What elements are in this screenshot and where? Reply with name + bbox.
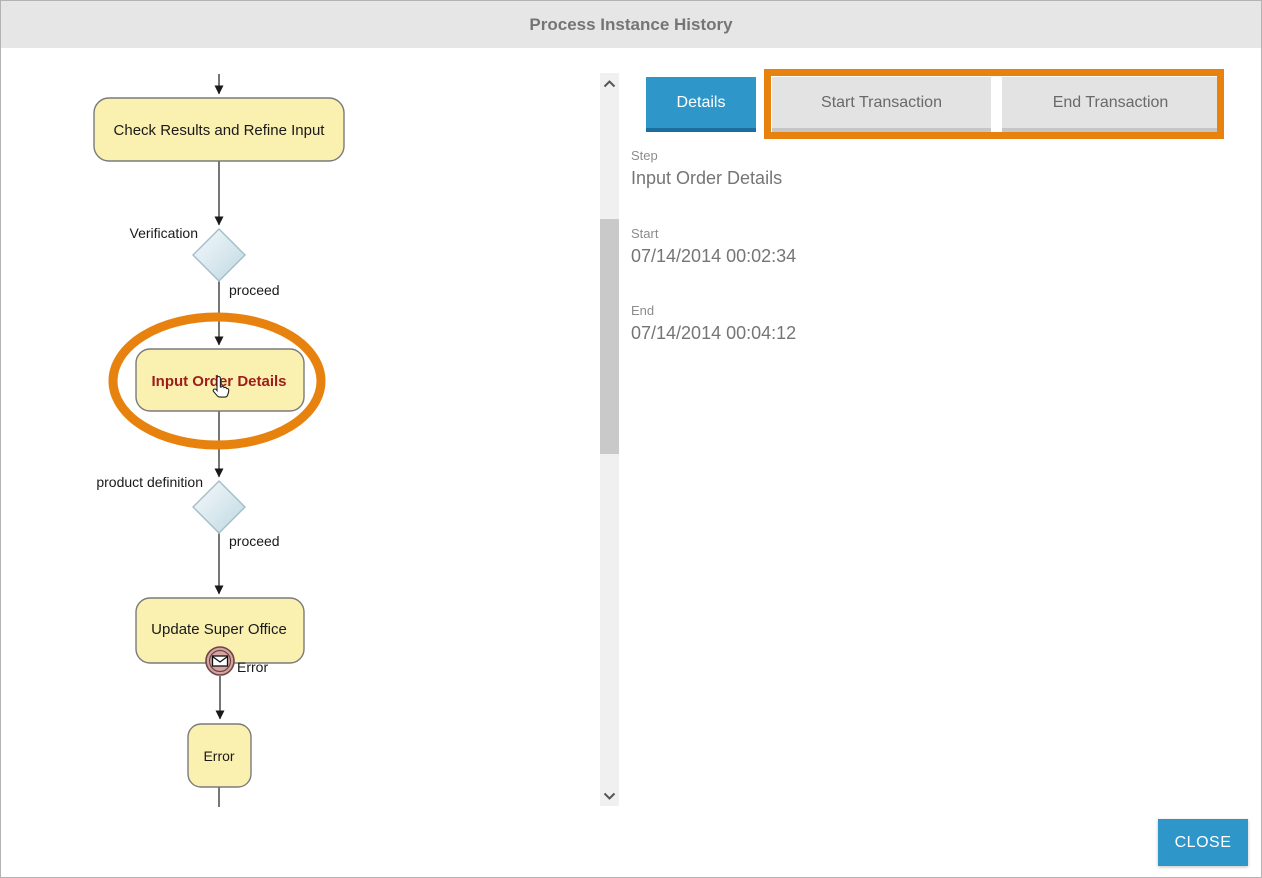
- start-label: Start: [631, 226, 659, 241]
- boundary-event-error-label: Error: [237, 659, 268, 675]
- hand-cursor-icon: [212, 376, 230, 398]
- step-value: Input Order Details: [631, 168, 783, 188]
- scrollbar-down-arrow-icon[interactable]: [600, 788, 619, 803]
- edge-proceed-label-1: proceed: [229, 282, 280, 298]
- node-update-super-office[interactable]: Update Super Office: [135, 597, 305, 664]
- node-error-label: Error: [203, 748, 234, 764]
- diagram-scrollbar[interactable]: [600, 73, 619, 806]
- start-value: 07/14/2014 00:02:34: [631, 246, 797, 266]
- node-update-super-office-label: Update Super Office: [151, 621, 287, 638]
- end-label: End: [631, 303, 655, 318]
- annotation-ellipse-orange: [108, 312, 326, 450]
- node-check-results-label: Check Results and Refine Input: [114, 122, 326, 139]
- dialog-title: Process Instance History: [529, 14, 733, 34]
- tab-details[interactable]: Details: [646, 77, 756, 132]
- dialog-titlebar: Process Instance History: [1, 1, 1261, 48]
- tab-start-transaction[interactable]: Start Transaction: [772, 77, 991, 132]
- end-value: 07/14/2014 00:04:12: [631, 323, 797, 343]
- gateway-verification-diamond[interactable]: [192, 228, 246, 282]
- step-field: Step Input Order Details: [631, 148, 782, 189]
- process-flow-diagram: Check Results and Refine Input Verificat…: [93, 74, 345, 807]
- tab-end-transaction[interactable]: End Transaction: [1002, 77, 1219, 132]
- scrollbar-thumb[interactable]: [600, 219, 619, 454]
- gateway-product-definition-label: product definition: [96, 474, 203, 490]
- gateway-verification-label: Verification: [130, 225, 198, 241]
- edge-proceed-label-2: proceed: [229, 533, 280, 549]
- boundary-message-event-icon[interactable]: [205, 646, 235, 676]
- node-error[interactable]: Error: [187, 723, 252, 788]
- close-button[interactable]: CLOSE: [1158, 819, 1248, 866]
- end-field: End 07/14/2014 00:04:12: [631, 303, 796, 344]
- node-check-results-and-refine-input[interactable]: Check Results and Refine Input: [93, 97, 345, 162]
- start-field: Start 07/14/2014 00:02:34: [631, 226, 796, 267]
- scrollbar-up-arrow-icon[interactable]: [600, 76, 619, 91]
- step-label: Step: [631, 148, 658, 163]
- gateway-product-definition-diamond[interactable]: [192, 480, 246, 534]
